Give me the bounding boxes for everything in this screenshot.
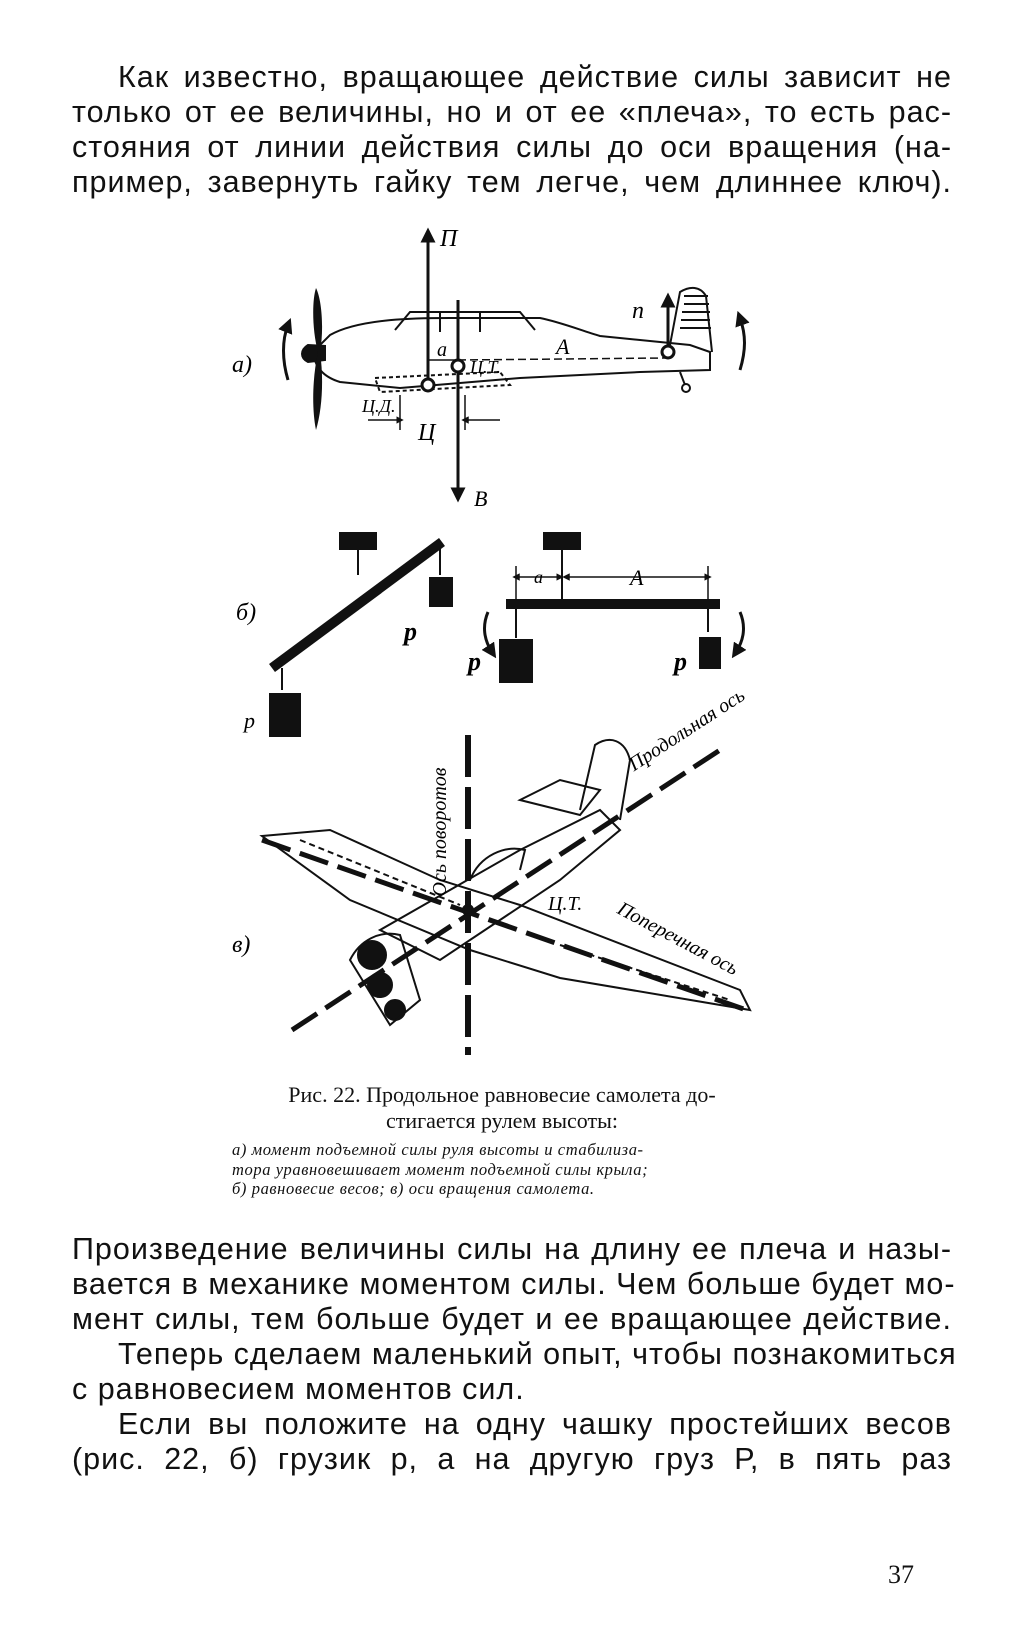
text-line: только от ее величины, но и от ее «плеча… [72, 95, 952, 129]
text-line: Если вы положите на одну чашку простейши… [118, 1407, 952, 1441]
body-paragraph-2: Теперь сделаем маленький опыт, чтобы поз… [72, 1337, 957, 1407]
weight-P-hanging [429, 577, 453, 607]
text-line: вается в механике моментом силы. Чем бол… [72, 1267, 956, 1301]
label-c: Ц [417, 420, 437, 446]
label-cd: Ц.Д. [361, 396, 395, 416]
panel-a-label: а) [232, 352, 252, 378]
caption-title-line: стигается рулем высоты: [385, 1108, 619, 1133]
caption-line: тора уравновешивает момент подъемной сил… [232, 1159, 649, 1179]
label-weight: В [474, 486, 487, 511]
label-arm-a: а [437, 339, 447, 361]
label-yaw-axis: Ось поворотов [429, 767, 451, 896]
stabilizer [517, 778, 602, 817]
text-line: с равновесием моментов сил. [72, 1372, 525, 1406]
spinner [301, 343, 326, 364]
canopy [394, 311, 536, 331]
ceiling-mount-2 [543, 532, 581, 550]
label-p-balanced: р [672, 647, 687, 676]
label-ct: Ц.Т. [469, 357, 501, 377]
panel-v-label: в) [232, 932, 250, 958]
text-line: мент силы, тем больше будет и ее вращающ… [72, 1302, 952, 1336]
caption-title: Рис. 22. Продольное равновесие самолета … [232, 1082, 772, 1134]
text-line: Как известно, вращающее действие силы за… [118, 60, 952, 94]
label-arm-A: А [554, 334, 570, 359]
caption-line: б) равновесие весов; в) оси вращения сам… [232, 1179, 595, 1198]
tilted-beam [269, 537, 445, 673]
fuselage [313, 317, 711, 390]
label-P-balanced: р [466, 647, 481, 676]
wing [373, 370, 512, 394]
text-line: стояния от линии действия силы до оси вр… [72, 130, 952, 164]
label-lift-wing: П [439, 226, 459, 252]
panel-a-airplane-side [278, 227, 750, 503]
intro-paragraph: Как известно, вращающее действие силы за… [72, 60, 952, 200]
text-line: пример, завернуть гайку тем легче, чем д… [72, 165, 952, 199]
longitudinal-axis [290, 747, 722, 1033]
text-line: (рис. 22, б) грузик р, а на другую груз … [72, 1442, 952, 1476]
lateral-axis [261, 837, 753, 1015]
weight-P-balanced [499, 639, 533, 683]
panel-v-airplane-axes [259, 735, 753, 1055]
ceiling-mount [339, 532, 377, 550]
wing [259, 828, 752, 1012]
caption-details: а) момент подъемной силы руля высоты и с… [232, 1140, 772, 1199]
label-p-tilted: р [402, 617, 417, 646]
caption-title-line: Рис. 22. Продольное равновесие самолета … [288, 1082, 716, 1107]
body-paragraph-1: Произведение величины силы на длину ее п… [72, 1232, 956, 1337]
fuselage [377, 808, 622, 962]
text-line: Произведение величины силы на длину ее п… [72, 1232, 952, 1266]
label-b-a: а [534, 567, 543, 587]
label-b-A: А [628, 565, 644, 590]
panel-b-label: б) [236, 600, 256, 626]
label-longitudinal-axis: Продольная ось [624, 684, 749, 776]
caption-line: а) момент подъемной силы руля высоты и с… [232, 1140, 644, 1159]
label-lift-tail: п [632, 298, 644, 324]
propeller [313, 288, 323, 430]
body-paragraph-3: Если вы положите на одну чашку простейши… [72, 1407, 952, 1477]
weight-P-left [269, 693, 301, 737]
panel-b-scales [269, 532, 747, 737]
tail-fin [579, 739, 632, 821]
weight-p-balanced [699, 637, 721, 669]
label-v-ct: Ц.Т. [547, 893, 582, 915]
text-line: Теперь сделаем маленький опыт, чтобы поз… [118, 1337, 957, 1371]
page-number: 37 [888, 1560, 914, 1589]
label-p-left: р [242, 708, 255, 733]
